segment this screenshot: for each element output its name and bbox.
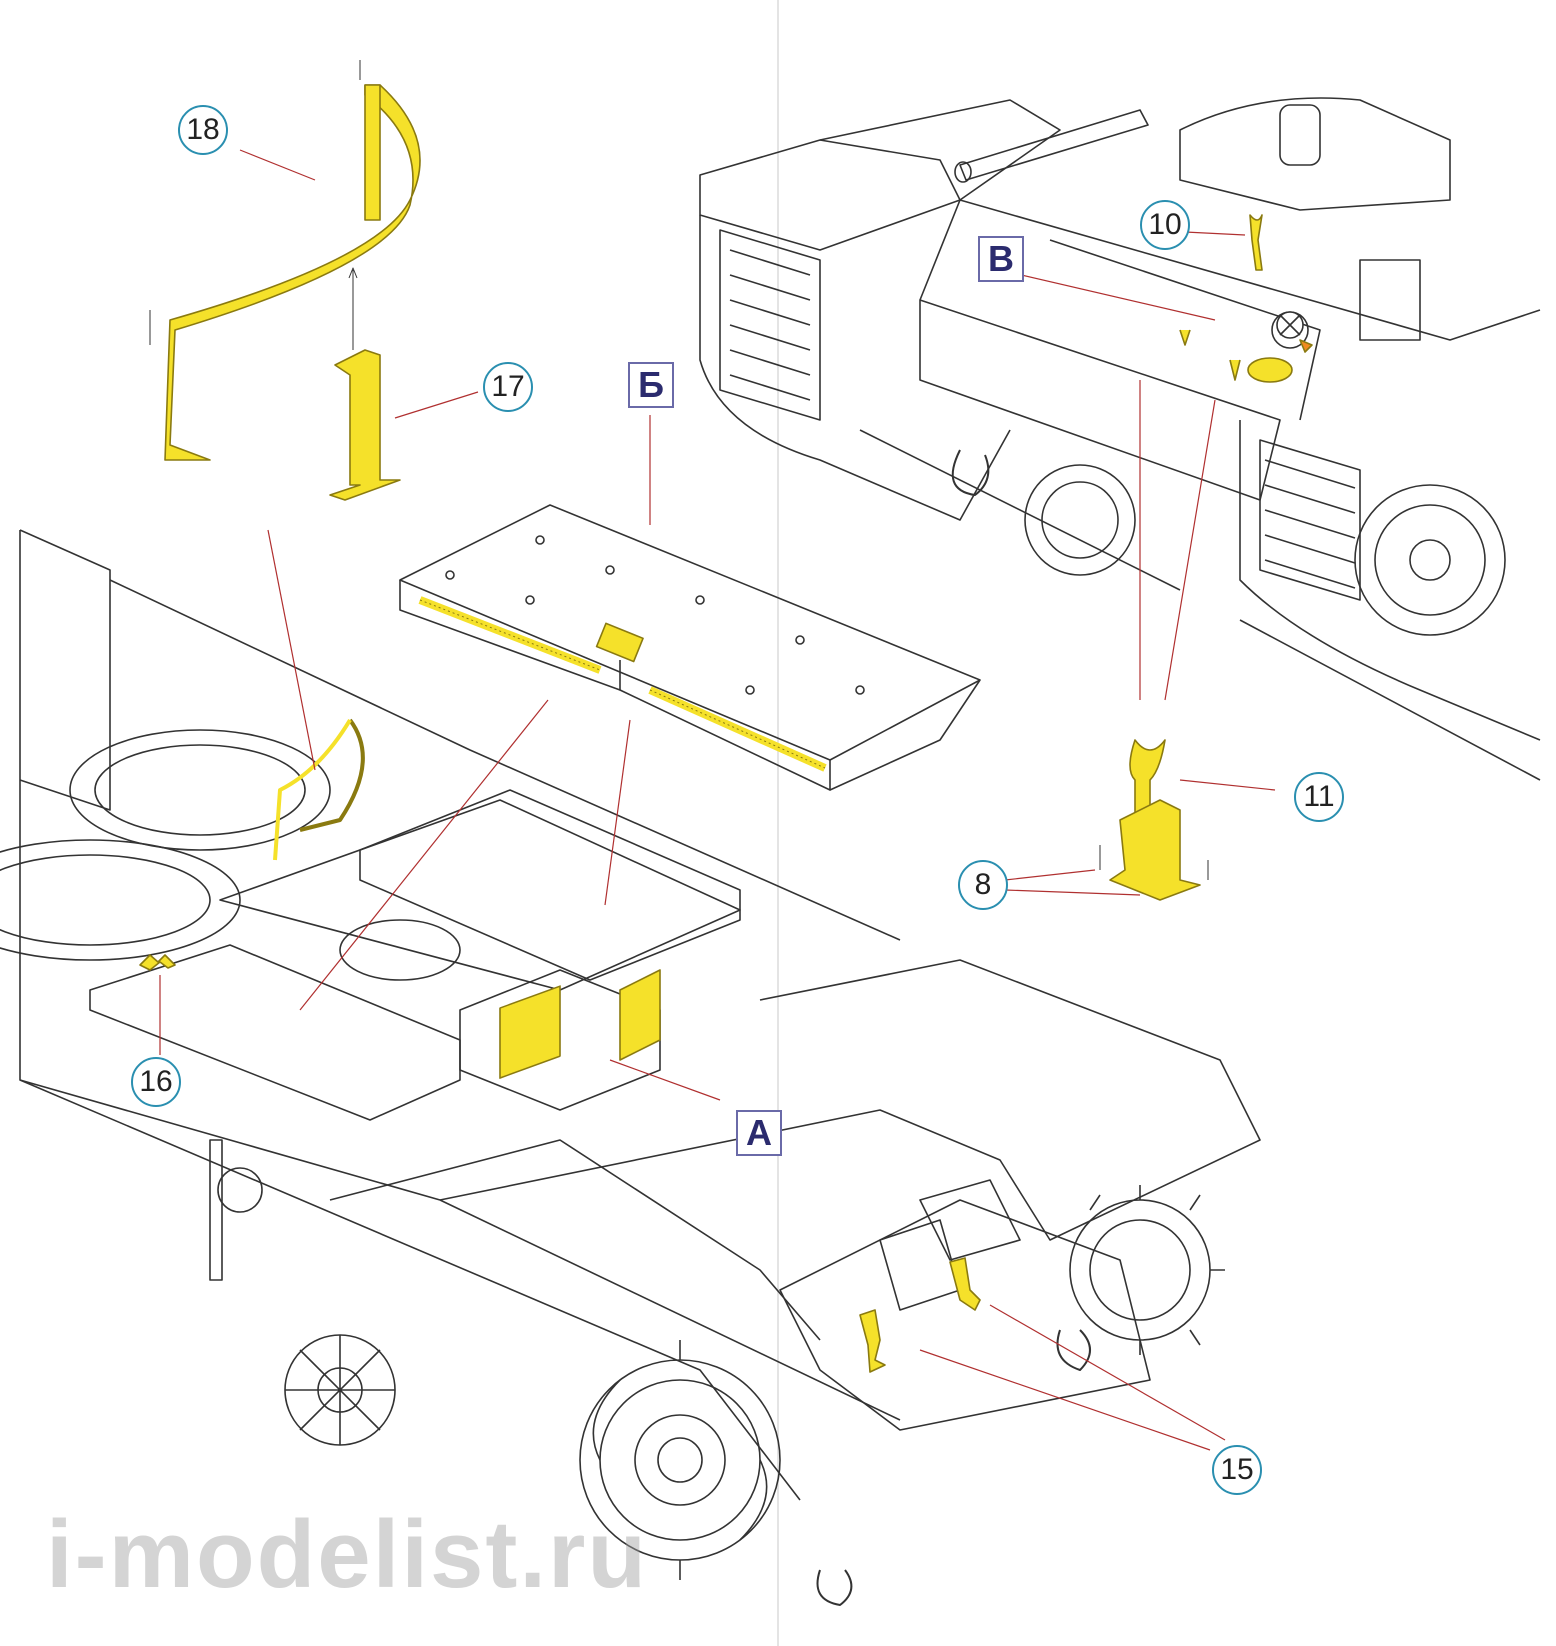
part-15-straps xyxy=(859,1257,981,1373)
leader-lines xyxy=(159,149,1276,1451)
drive-sprocket xyxy=(579,1340,781,1580)
left-track-rear xyxy=(699,215,1181,591)
part-18-handrail xyxy=(164,84,421,461)
part-10-wingnut xyxy=(1249,214,1263,271)
right-track-rear xyxy=(1239,420,1541,781)
callout-15: 15 xyxy=(1212,1445,1262,1495)
idler-hub xyxy=(284,1334,396,1446)
tank-rear-view xyxy=(699,97,1541,781)
part-16-tabs xyxy=(139,954,176,971)
main-hull xyxy=(0,529,1261,1606)
callout-10: 10 xyxy=(1140,200,1190,250)
callout-17: 17 xyxy=(483,362,533,412)
detail-b-deck xyxy=(399,504,981,791)
part-11-8-clamp xyxy=(1109,739,1201,901)
view-label-v: В xyxy=(978,236,1024,282)
view-label-a: А xyxy=(736,1110,782,1156)
part-17-bracket xyxy=(329,349,401,501)
watermark: i-modelist.ru xyxy=(46,1501,649,1608)
small-arrows xyxy=(149,60,1209,880)
detail-v-hatch xyxy=(1179,311,1313,383)
part-18-installed xyxy=(273,718,365,861)
callout-16: 16 xyxy=(131,1057,181,1107)
callout-18: 18 xyxy=(178,105,228,155)
view-label-b: Б xyxy=(628,362,674,408)
callout-11: 11 xyxy=(1294,772,1344,822)
rear-sprocket xyxy=(1069,1185,1225,1355)
callout-8: 8 xyxy=(958,860,1008,910)
